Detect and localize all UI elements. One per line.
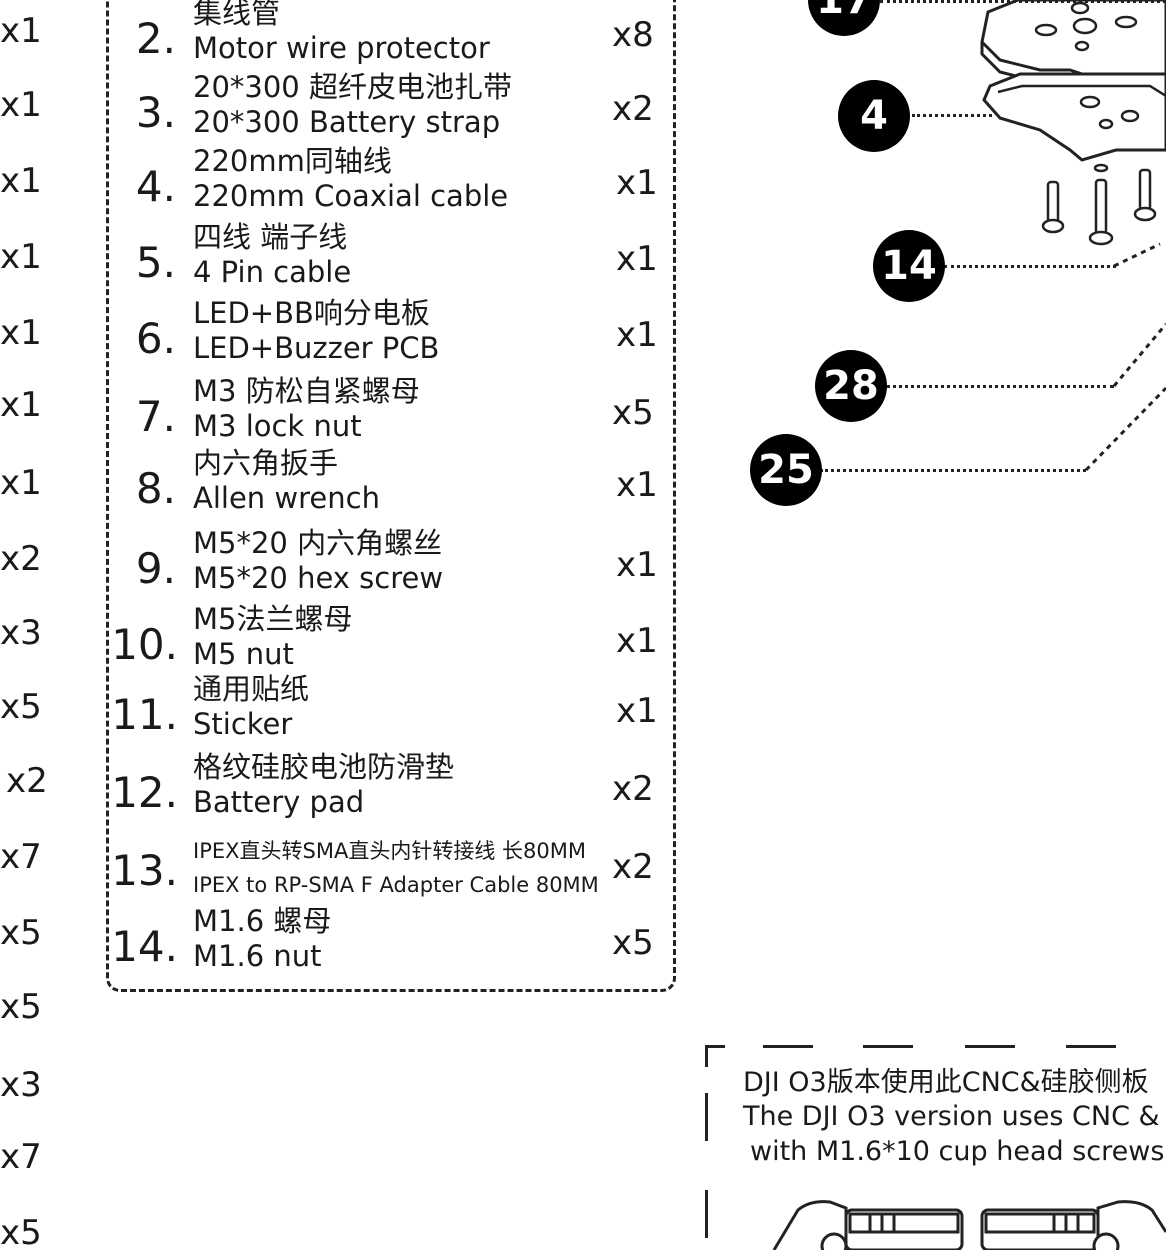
part-name-en: M1.6 nut — [193, 939, 322, 973]
part-quantity: x1 — [616, 621, 658, 661]
part-name-cn: 20*300 超纤皮电池扎带 — [193, 70, 512, 104]
left-quantity: x7 — [0, 837, 42, 877]
part-name-cn: 集线管 — [193, 0, 281, 30]
left-quantity: x1 — [0, 85, 42, 125]
left-quantity: x2 — [0, 539, 42, 579]
leader-4 — [912, 114, 992, 117]
part-name-cn: M5*20 内六角螺丝 — [193, 526, 443, 560]
part-name-cn: 220mm同轴线 — [193, 144, 392, 178]
leader-17 — [880, 0, 1166, 3]
part-name-cn: M1.6 螺母 — [193, 904, 332, 938]
part-name-cn: 格纹硅胶电池防滑垫 — [193, 750, 455, 784]
side-plate-illustration — [772, 1200, 1166, 1250]
leader-25 — [820, 469, 1086, 472]
camera-bracket — [982, 72, 1166, 162]
part-quantity: x2 — [612, 769, 654, 809]
part-quantity: x5 — [612, 923, 654, 963]
left-quantity: x3 — [0, 1065, 42, 1105]
part-quantity: x1 — [616, 163, 658, 203]
part-name-cn: LED+BB响分电板 — [193, 296, 430, 330]
callout-14: 14 — [873, 230, 945, 302]
callout-28: 28 — [815, 350, 887, 422]
part-number: 4. — [135, 162, 176, 211]
callout-25: 25 — [750, 434, 822, 506]
leader-14 — [944, 265, 1116, 268]
part-quantity: x1 — [616, 239, 658, 279]
note-line-cn: DJI O3版本使用此CNC&硅胶侧板 — [743, 1067, 1149, 1098]
left-quantity: x1 — [0, 237, 42, 277]
part-name-en: 20*300 Battery strap — [193, 105, 501, 139]
part-name-cn: M5法兰螺母 — [193, 602, 353, 636]
callout-4: 4 — [838, 80, 910, 152]
part-number: 6. — [135, 314, 176, 363]
screws — [1041, 163, 1157, 246]
left-quantity: x2 — [6, 761, 48, 801]
left-quantity: x5 — [0, 987, 42, 1027]
left-quantity: x3 — [0, 613, 42, 653]
part-number: 13. — [111, 846, 178, 895]
part-quantity: x2 — [612, 89, 654, 129]
part-name-en: LED+Buzzer PCB — [193, 331, 440, 365]
left-quantity: x1 — [0, 161, 42, 201]
part-number: 3. — [135, 88, 176, 137]
part-name-en: Battery pad — [193, 785, 365, 819]
exploded-assembly-diagram — [980, 0, 1166, 472]
left-quantity: x5 — [0, 1213, 42, 1253]
leader-28 — [886, 385, 1114, 388]
part-number: 5. — [135, 238, 176, 287]
part-name-cn: IPEX直头转SMA直头内针转接线 长80MM — [193, 839, 586, 863]
part-name-en: Allen wrench — [193, 481, 380, 515]
part-number: 8. — [135, 464, 176, 513]
part-name-en: IPEX to RP-SMA F Adapter Cable 80MM — [193, 873, 599, 897]
note-line-screws: with M1.6*10 cup head screws. — [750, 1136, 1166, 1167]
note-line-en: The DJI O3 version uses CNC & sil — [743, 1101, 1166, 1132]
part-number: 10. — [111, 620, 178, 669]
part-name-en: M3 lock nut — [193, 409, 362, 443]
part-name-en: 220mm Coaxial cable — [193, 179, 509, 213]
part-number: 12. — [111, 768, 178, 817]
part-number: 14. — [111, 922, 178, 971]
left-quantity: x1 — [0, 463, 42, 503]
part-quantity: x1 — [616, 691, 658, 731]
left-quantity: x5 — [0, 687, 42, 727]
left-quantity: x1 — [0, 11, 42, 51]
part-quantity: x8 — [612, 15, 654, 55]
part-name-en: M5*20 hex screw — [193, 561, 444, 595]
part-name-en: Sticker — [193, 707, 293, 741]
part-quantity: x1 — [616, 315, 658, 355]
part-number: 11. — [111, 690, 178, 739]
left-quantity: x7 — [0, 1137, 42, 1177]
part-number: 7. — [135, 392, 176, 441]
part-name-en: Motor wire protector — [193, 31, 490, 65]
part-name-cn: 内六角扳手 — [193, 446, 339, 480]
part-name-cn: 通用贴纸 — [193, 672, 310, 706]
parts-list-box — [106, 0, 676, 992]
part-number: 2. — [135, 14, 176, 63]
part-quantity: x1 — [616, 465, 658, 505]
part-number: 9. — [135, 544, 176, 593]
part-quantity: x2 — [612, 847, 654, 887]
part-name-en: 4 Pin cable — [193, 255, 352, 289]
part-quantity: x5 — [612, 393, 654, 433]
part-quantity: x1 — [616, 545, 658, 585]
part-name-cn: 四线 端子线 — [193, 220, 348, 254]
part-name-en: M5 nut — [193, 637, 294, 671]
left-quantity: x5 — [0, 913, 42, 953]
left-quantity: x1 — [0, 313, 42, 353]
part-name-cn: M3 防松自紧螺母 — [193, 374, 420, 408]
left-quantity: x1 — [0, 385, 42, 425]
